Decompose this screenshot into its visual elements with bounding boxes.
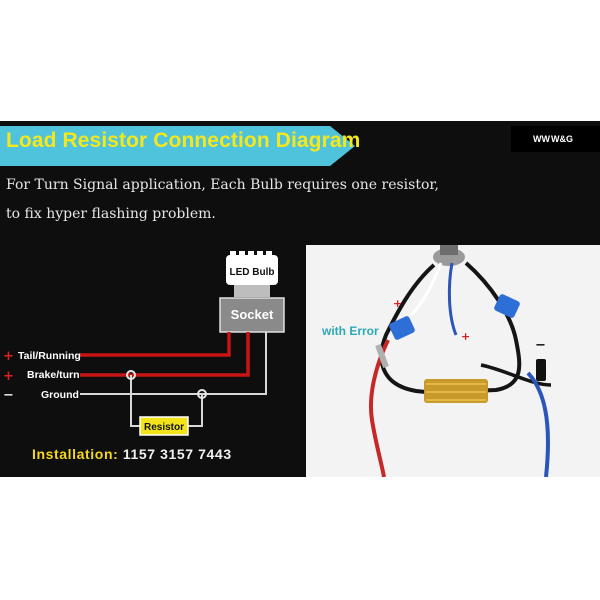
ground-wire	[80, 332, 267, 395]
resistor: Resistor	[139, 416, 189, 436]
socket-label: Socket	[231, 307, 274, 322]
photo-left-black-wire	[379, 263, 437, 395]
installation-line: Installation: 1157 3157 7443	[32, 446, 232, 462]
description-line-2: to fix hyper flashing problem.	[6, 206, 216, 222]
diagram-title: Load Resistor Connection Diagram	[6, 129, 361, 152]
logo-brand: W&G	[551, 134, 573, 144]
logo-mark-icon: WW	[533, 134, 550, 144]
photo-blue-wire-bottom	[526, 371, 550, 477]
wiring-diagram: LED Bulb Socket Resistor + Tail/Running …	[3, 251, 285, 436]
photo-blue-wire-top	[447, 262, 458, 336]
brake-turn-plus-symbol: +	[3, 369, 14, 384]
title-banner	[0, 126, 355, 166]
wiring-photo-illustration: + + −	[368, 245, 552, 477]
slide-panel: Load Resistor Connection Diagram WW W&G …	[0, 121, 600, 477]
photo-right-black-wire	[464, 261, 522, 393]
photo-left-tap-connector	[389, 316, 415, 340]
with-error-callout: with Error	[322, 324, 379, 338]
wiring-photo: + + − with Error	[306, 245, 600, 477]
tail-running-label: Tail/Running	[18, 350, 81, 362]
brand-logo: WW W&G	[511, 126, 600, 152]
photo-red-wire	[368, 339, 390, 477]
ground-junction	[197, 389, 207, 399]
photo-load-resistor	[424, 379, 488, 403]
photo-minus-mark: −	[535, 338, 546, 353]
led-bulb: LED Bulb	[226, 251, 278, 297]
photo-right-tap-connector	[494, 294, 520, 318]
description-line-1: For Turn Signal application, Each Bulb r…	[6, 177, 439, 193]
tail-running-plus-symbol: +	[3, 349, 14, 364]
installation-label: Installation:	[32, 446, 119, 462]
brake-junction	[126, 370, 136, 380]
ground-label: Ground	[41, 389, 79, 401]
brake-turn-label: Brake/turn	[27, 369, 80, 381]
photo-plus-mark-2: +	[461, 330, 470, 343]
tail-running-wire	[80, 332, 231, 357]
installation-values: 1157 3157 7443	[122, 446, 232, 462]
led-bulb-label: LED Bulb	[230, 267, 275, 278]
ground-minus-symbol: −	[3, 388, 14, 403]
photo-plus-mark-1: +	[393, 297, 402, 310]
socket: Socket	[219, 297, 285, 333]
resistor-label: Resistor	[144, 422, 184, 433]
